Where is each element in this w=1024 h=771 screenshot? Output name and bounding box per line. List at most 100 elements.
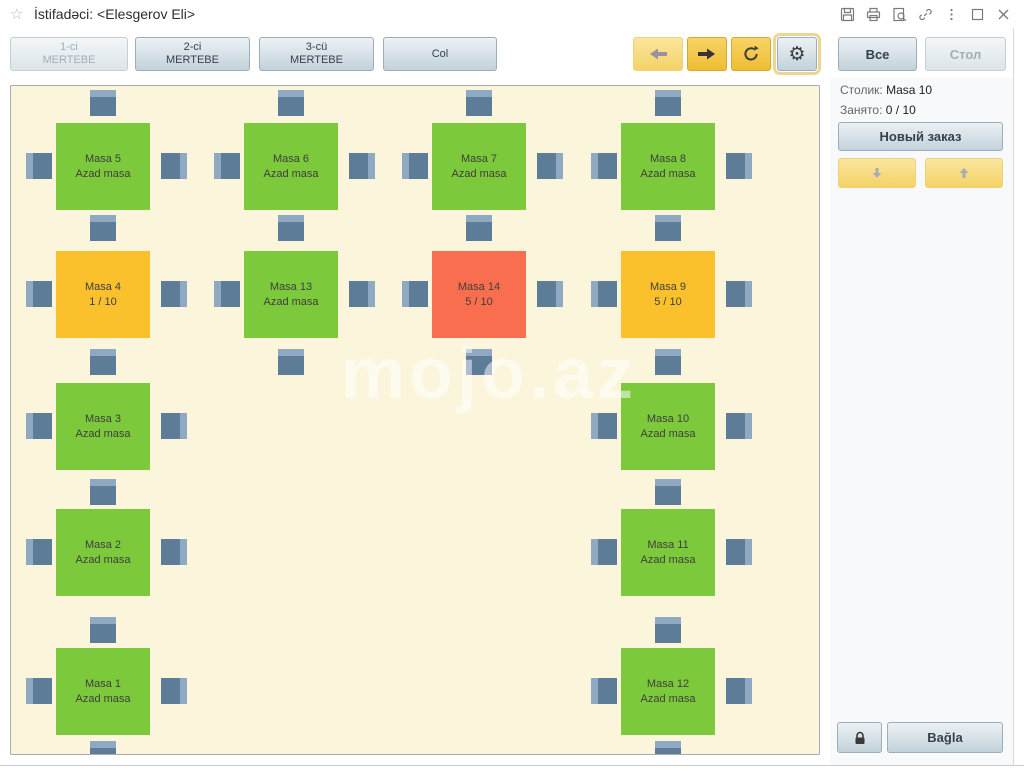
view-table-button[interactable]: Стол — [925, 37, 1006, 71]
table-status: 5 / 10 — [465, 295, 493, 308]
chair-icon — [726, 413, 752, 439]
table-name: Masa 1 — [84, 677, 122, 690]
chair-icon — [402, 281, 428, 307]
floor-button-1[interactable]: 1-ci MERTEBE — [10, 37, 128, 71]
chair-icon — [161, 413, 187, 439]
chair-icon — [278, 349, 304, 375]
window-bottom-edge — [0, 765, 1024, 766]
link-icon[interactable] — [912, 3, 938, 25]
chair-icon — [349, 281, 375, 307]
back-button[interactable] — [633, 37, 683, 71]
toolbar: 1-ci MERTEBE 2-ci MERTEBE 3-cü MERTEBE C… — [0, 28, 1024, 78]
table-name: Masa 12 — [646, 677, 690, 690]
move-down-button[interactable] — [838, 158, 916, 188]
lock-button[interactable] — [837, 722, 882, 753]
refresh-button[interactable] — [731, 37, 771, 71]
table-status: Azad masa — [75, 553, 131, 566]
table-status: 1 / 10 — [89, 295, 117, 308]
chair-icon — [26, 413, 52, 439]
close-screen-button[interactable]: Bağla — [887, 722, 1003, 753]
table-status: Azad masa — [75, 167, 131, 180]
window-right-edge — [1013, 28, 1014, 766]
new-order-button[interactable]: Новый заказ — [838, 122, 1003, 151]
table-masa-1[interactable]: Masa 1 Azad masa — [56, 648, 150, 735]
maximize-icon[interactable] — [964, 3, 990, 25]
chair-icon — [591, 281, 617, 307]
chair-icon — [591, 539, 617, 565]
floor-button-label: 2-ci — [183, 41, 202, 53]
chair-icon — [466, 215, 492, 241]
view-table-label: Стол — [949, 46, 982, 62]
table-masa-13[interactable]: Masa 13 Azad masa — [244, 251, 338, 338]
preview-icon[interactable] — [886, 3, 912, 25]
floor-button-label: 1-ci — [60, 41, 78, 53]
chair-icon — [655, 741, 681, 754]
chair-icon — [726, 281, 752, 307]
selected-table-label: Столик: — [840, 83, 883, 97]
floor-button-label: MERTEBE — [166, 54, 219, 66]
floor-button-label: MERTEBE — [290, 54, 343, 66]
table-status: Azad masa — [640, 553, 696, 566]
chair-icon — [655, 349, 681, 375]
table-status: Azad masa — [75, 427, 131, 440]
table-name: Masa 13 — [269, 280, 313, 293]
occupied-label: Занято: — [840, 103, 883, 117]
floor-button-3[interactable]: 3-cü MERTEBE — [259, 37, 374, 71]
arrow-down-icon — [872, 168, 882, 178]
settings-button[interactable]: ⚙ — [777, 37, 817, 71]
chair-icon — [655, 479, 681, 505]
move-up-button[interactable] — [925, 158, 1003, 188]
chair-icon — [214, 153, 240, 179]
occupied-row: Занято: 0 / 10 — [840, 103, 916, 117]
forward-button[interactable] — [687, 37, 727, 71]
view-all-button[interactable]: Все — [838, 37, 917, 71]
chair-icon — [655, 617, 681, 643]
favorite-star-icon[interactable]: ☆ — [10, 6, 24, 23]
selected-table-value: Masa 10 — [886, 83, 933, 97]
table-name: Masa 9 — [649, 280, 687, 293]
chair-icon — [402, 153, 428, 179]
chair-icon — [466, 90, 492, 116]
save-icon[interactable] — [834, 3, 860, 25]
table-status: Azad masa — [640, 167, 696, 180]
table-name: Masa 5 — [84, 152, 122, 165]
table-status: Azad masa — [75, 692, 131, 705]
table-name: Masa 6 — [272, 152, 310, 165]
print-icon[interactable] — [860, 3, 886, 25]
chair-icon — [161, 153, 187, 179]
close-screen-label: Bağla — [927, 730, 963, 745]
table-name: Masa 10 — [646, 412, 690, 425]
table-status: Azad masa — [263, 295, 319, 308]
chair-icon — [655, 215, 681, 241]
chair-icon — [466, 349, 492, 375]
chair-icon — [90, 349, 116, 375]
chair-icon — [278, 90, 304, 116]
chair-icon — [591, 153, 617, 179]
close-icon[interactable] — [990, 3, 1016, 25]
table-masa-5[interactable]: Masa 5 Azad masa — [56, 123, 150, 210]
floor-button-col[interactable]: Col — [383, 37, 497, 71]
chair-icon — [90, 617, 116, 643]
chair-icon — [161, 678, 187, 704]
window-controls — [834, 3, 1016, 25]
chair-icon — [655, 90, 681, 116]
menu-icon[interactable] — [938, 3, 964, 25]
gear-icon: ⚙ — [788, 43, 806, 65]
chair-icon — [537, 153, 563, 179]
floor-button-2[interactable]: 2-ci MERTEBE — [135, 37, 250, 71]
title-bar: ☆ İstifadəci: <Elesgerov Eli> — [0, 0, 1024, 28]
chair-icon — [90, 215, 116, 241]
view-all-label: Все — [865, 46, 890, 62]
